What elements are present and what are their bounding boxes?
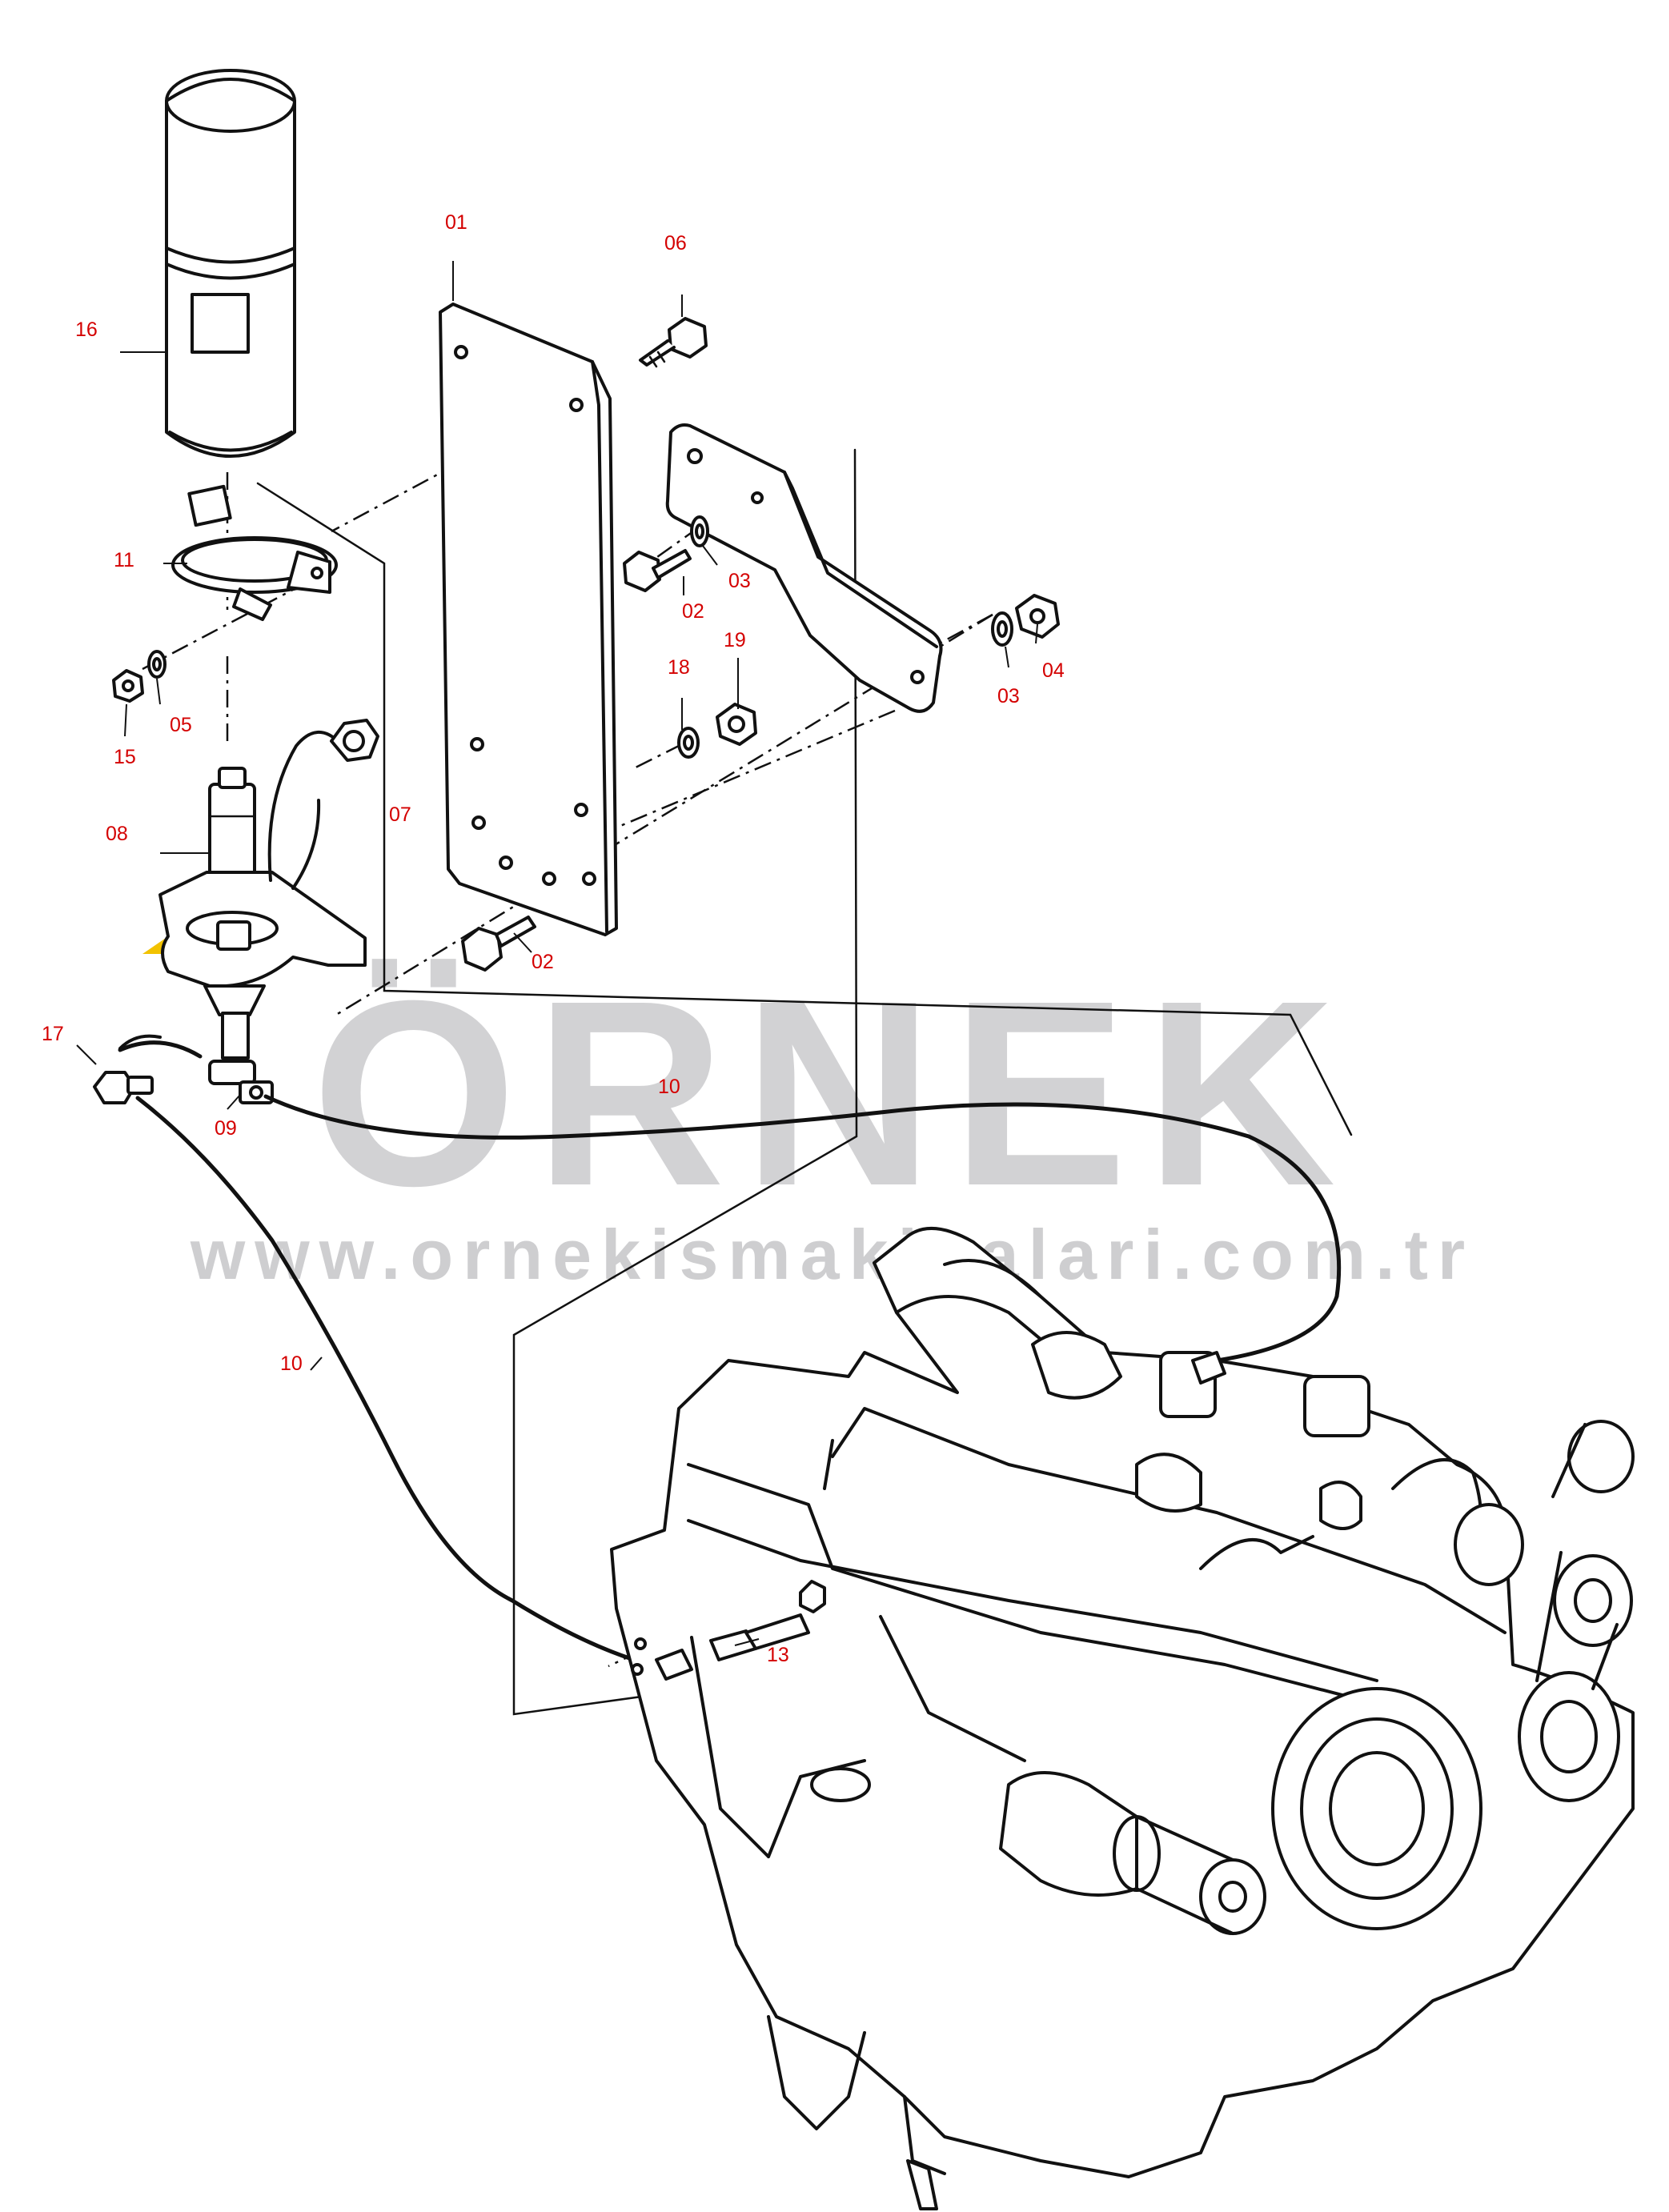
bolt-02-upper bbox=[623, 549, 692, 592]
fuel-hoses bbox=[118, 1040, 1342, 1669]
washer-03-upper bbox=[690, 515, 709, 547]
callout-10-upper: 10 bbox=[658, 1076, 680, 1098]
fuel-hose-lower bbox=[135, 1096, 659, 1669]
callout-06: 06 bbox=[664, 232, 687, 254]
callout-16: 16 bbox=[75, 319, 98, 341]
callout-07: 07 bbox=[389, 803, 411, 826]
callout-04: 04 bbox=[1042, 659, 1065, 682]
washer-03-right bbox=[991, 611, 1013, 647]
bolt-06 bbox=[639, 317, 708, 368]
callout-13: 13 bbox=[767, 1644, 789, 1666]
banjo-bolt-17 bbox=[93, 1034, 162, 1104]
washer-18 bbox=[677, 727, 700, 759]
callout-05: 05 bbox=[170, 714, 192, 736]
bolt-02-lower bbox=[461, 916, 536, 972]
nut-04 bbox=[1015, 594, 1060, 639]
washer-05 bbox=[147, 650, 166, 679]
nut-19 bbox=[716, 703, 757, 746]
callout-03-right: 03 bbox=[997, 685, 1020, 707]
nut-15 bbox=[112, 669, 144, 703]
callout-17: 17 bbox=[42, 1023, 64, 1045]
callout-15: 15 bbox=[114, 746, 136, 768]
assembly-frame bbox=[256, 448, 1353, 1716]
sensor-connector bbox=[330, 719, 379, 762]
callouts: 01 06 16 11 03 02 04 03 18 19 05 15 08 0… bbox=[42, 211, 1065, 1666]
callout-02-lower: 02 bbox=[532, 951, 554, 973]
callout-19: 19 bbox=[724, 629, 746, 651]
engine-block bbox=[610, 1227, 1635, 2210]
fuel-filter-cartridge bbox=[165, 69, 296, 458]
support-bracket bbox=[665, 423, 943, 713]
mounting-plate bbox=[439, 303, 618, 936]
callout-10-lower: 10 bbox=[280, 1352, 303, 1375]
callout-03-upper: 03 bbox=[728, 570, 751, 592]
water-sensor-housing bbox=[158, 730, 367, 1060]
watermark-brand: ÖRNEK bbox=[311, 945, 1354, 1240]
callout-18: 18 bbox=[668, 656, 690, 679]
callout-02-upper: 02 bbox=[682, 600, 704, 623]
watermark: ÖRNEK www.ornekismakinalari.com.tr bbox=[142, 924, 1474, 1294]
callout-08: 08 bbox=[106, 823, 128, 845]
leader-lines bbox=[76, 261, 1038, 1646]
watermark-url: www.ornekismakinalari.com.tr bbox=[190, 1215, 1474, 1294]
filter-clamp-band bbox=[171, 484, 338, 621]
callout-11: 11 bbox=[114, 549, 134, 571]
fuel-hose-upper bbox=[263, 1094, 1342, 1363]
hose-fitting-09 bbox=[208, 1060, 274, 1104]
callout-01: 01 bbox=[445, 211, 467, 234]
callout-09: 09 bbox=[215, 1117, 237, 1140]
